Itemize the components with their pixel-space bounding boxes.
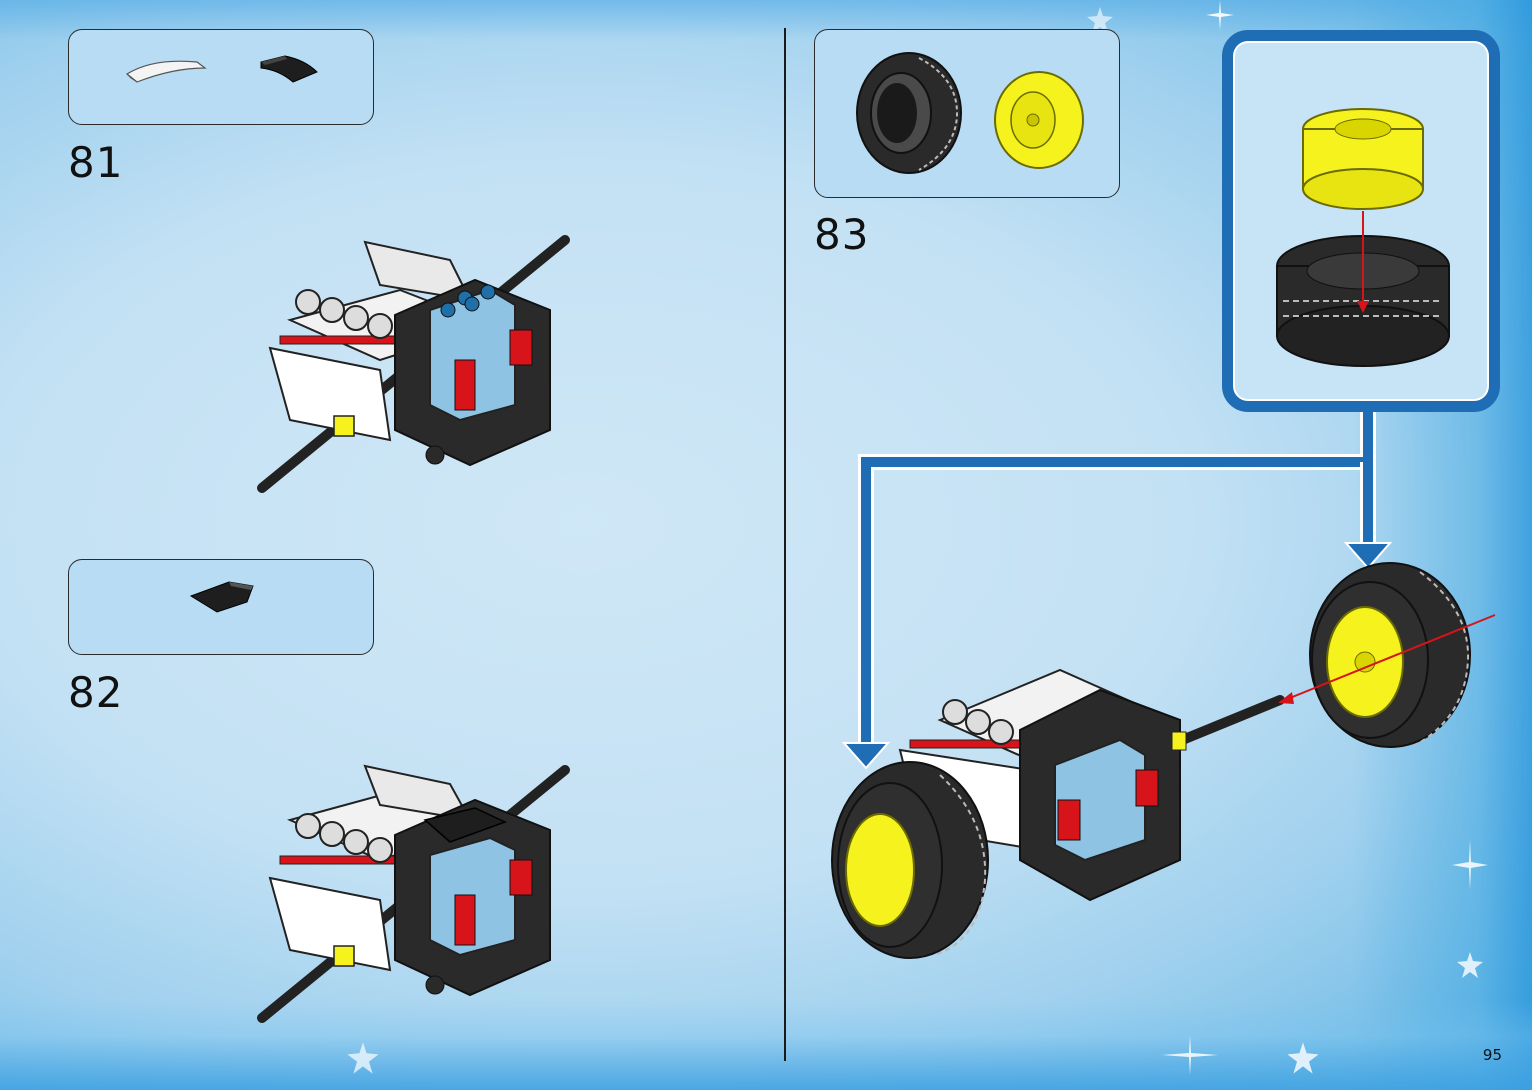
page-number: 95 bbox=[1483, 1046, 1502, 1064]
model-step-83 bbox=[820, 560, 1510, 960]
